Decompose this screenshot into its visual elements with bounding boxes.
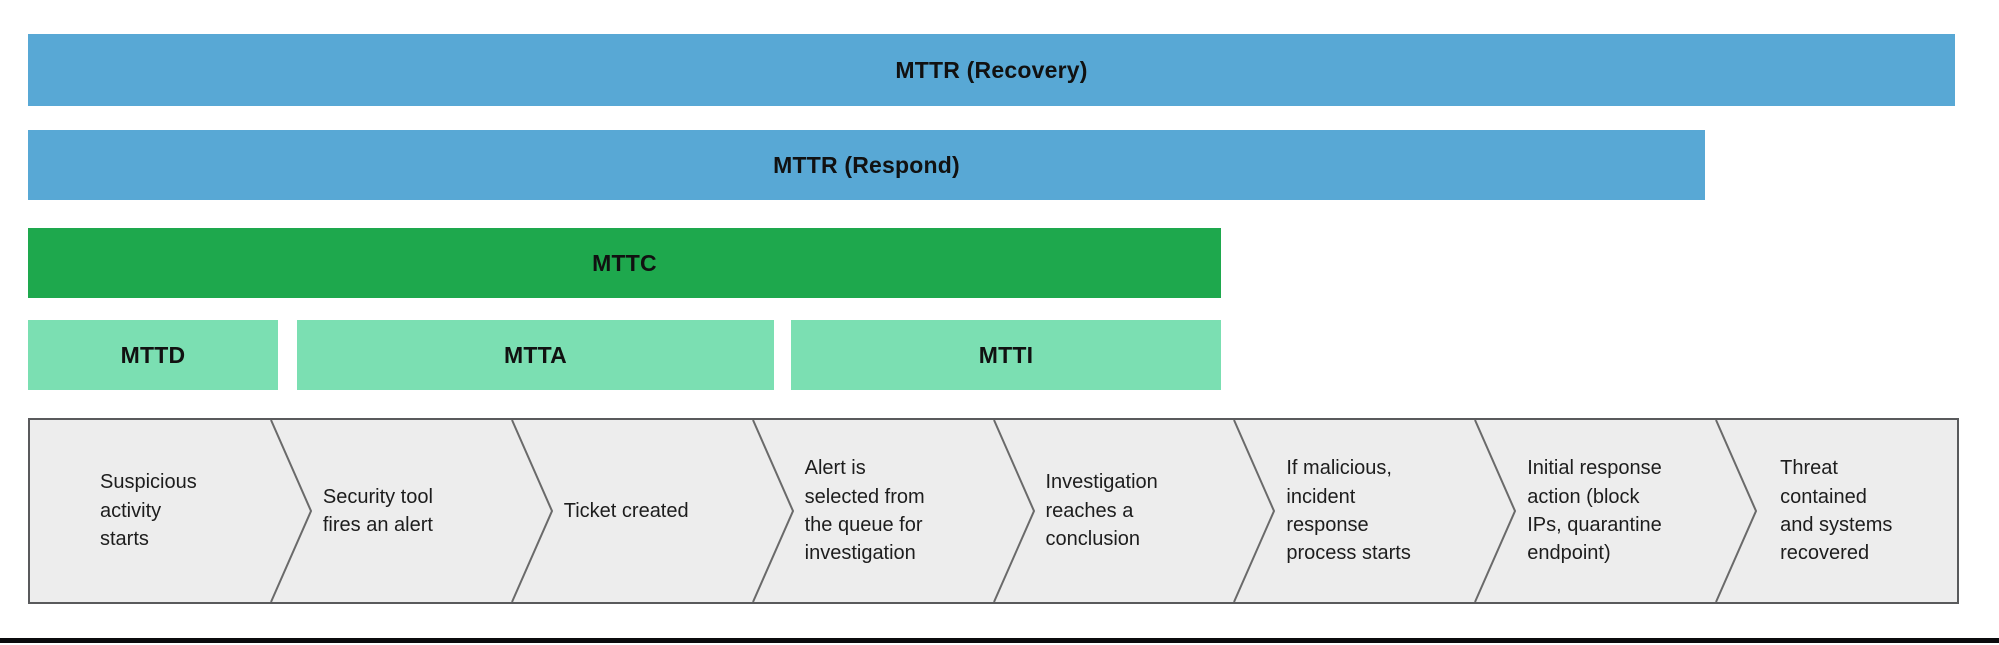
flow-step: Alert is selected from the queue for inv…: [753, 420, 1035, 602]
bottom-divider-bar: [0, 638, 1999, 643]
flow-step: Ticket created: [512, 420, 794, 602]
flow-step: If malicious, incident response process …: [1234, 420, 1517, 602]
flow-step: Threat contained and systems recovered: [1716, 420, 1957, 602]
flow-step-label: Alert is selected from the queue for inv…: [804, 457, 925, 565]
flow-step: Suspicious activity starts: [30, 420, 312, 602]
flow-step-label: Threat contained and systems recovered: [1780, 457, 1893, 565]
process-flow: Suspicious activity starts Security tool…: [28, 418, 1959, 604]
bar-mttd: MTTD: [28, 320, 278, 390]
bar-mtta: MTTA: [297, 320, 774, 390]
flow-step: Investigation reaches a conclusion: [994, 420, 1276, 602]
flow-step-label: Suspicious activity starts: [100, 471, 197, 551]
flow-step-label: Ticket created: [563, 499, 689, 522]
flow-step: Security tool fires an alert: [271, 420, 553, 602]
flow-step-label: Initial response action (block IPs, quar…: [1527, 457, 1662, 565]
bar-mttc: MTTC: [28, 228, 1221, 298]
bar-mtti: MTTI: [791, 320, 1221, 390]
flow-step-label: Investigation reaches a conclusion: [1045, 471, 1158, 551]
bar-mttr-respond: MTTR (Respond): [28, 130, 1705, 200]
flow-step-label: Security tool fires an alert: [322, 485, 433, 536]
flow-step-label: If malicious, incident response process …: [1286, 457, 1411, 565]
bar-mttr-recovery: MTTR (Recovery): [28, 34, 1955, 106]
flow-step: Initial response action (block IPs, quar…: [1475, 420, 1758, 602]
